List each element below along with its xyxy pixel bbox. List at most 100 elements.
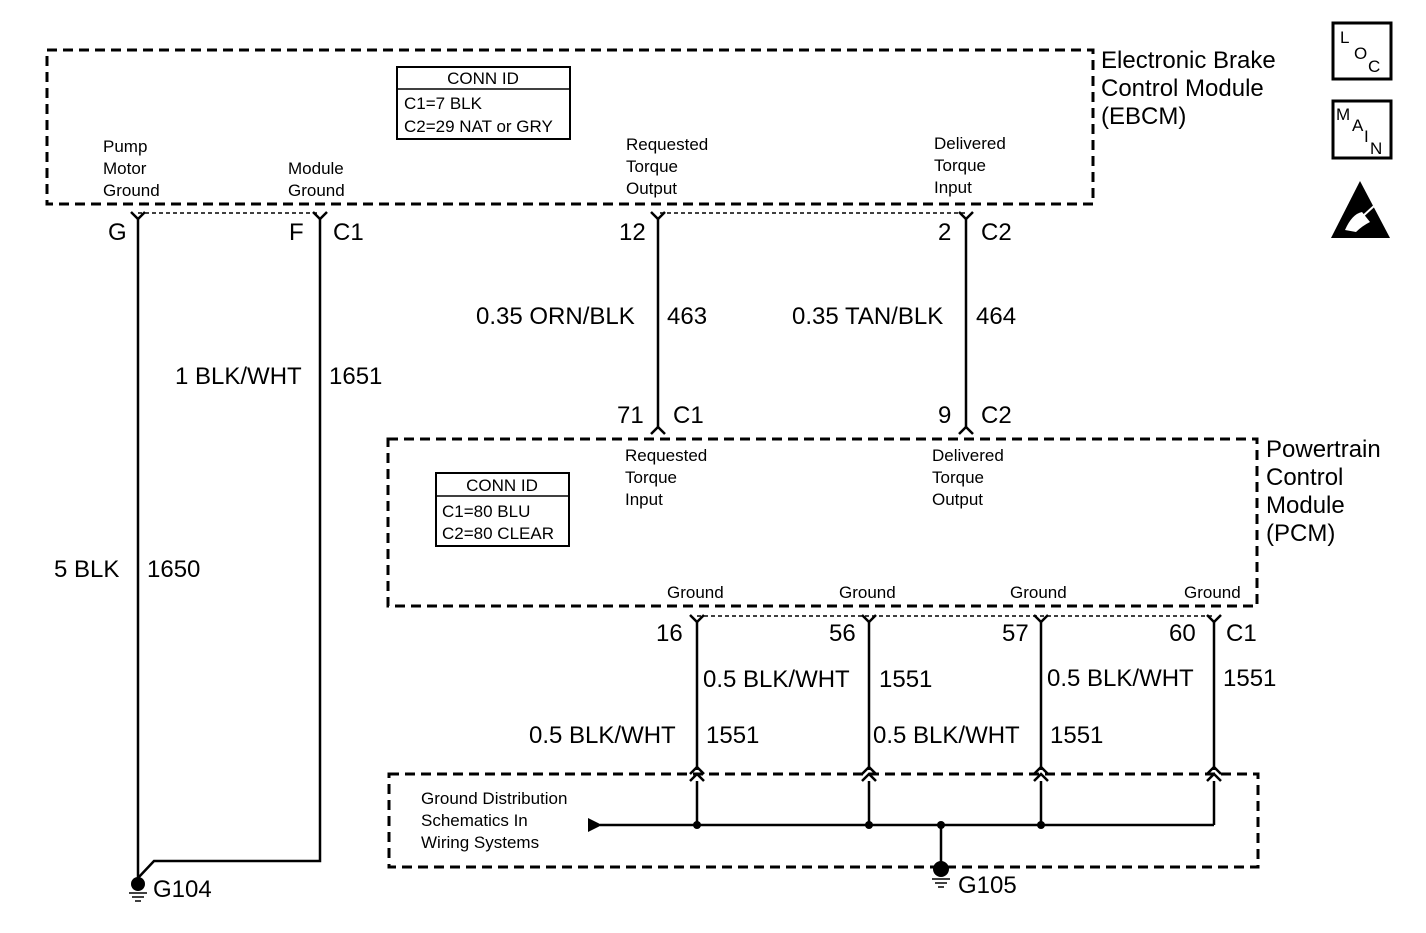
svg-text:Input: Input: [625, 490, 663, 509]
svg-text:C1=7 BLK: C1=7 BLK: [404, 94, 483, 113]
svg-text:Electronic Brake: Electronic Brake: [1101, 47, 1276, 74]
wire-label-464: 0.35 TAN/BLK 464: [792, 303, 1016, 330]
svg-text:Module: Module: [1266, 492, 1345, 519]
svg-text:Module: Module: [288, 159, 344, 178]
svg-text:A: A: [1352, 116, 1364, 135]
ebcm-conn-id-table: CONN ID C1=7 BLK C2=29 NAT or GRY: [396, 66, 571, 140]
svg-text:Ground: Ground: [103, 181, 160, 200]
pcm-pin-label-requested-torque-input: Requested Torque Input: [625, 446, 707, 509]
svg-text:Output: Output: [626, 179, 677, 198]
svg-text:464: 464: [976, 303, 1016, 330]
svg-text:1 BLK/WHT: 1 BLK/WHT: [175, 363, 302, 390]
wire-label-pin56-lower: 0.5 BLK/WHT 1551: [873, 722, 1103, 749]
ebcm-pin-label-requested-torque-output: Requested Torque Output: [626, 135, 708, 198]
pcm-connector-c1-label: C1: [673, 402, 704, 429]
pcm-pin-label-ground-16: Ground: [667, 583, 724, 602]
pin-number-g: G: [108, 219, 127, 246]
pcm-pin-label-ground-57: Ground: [1010, 583, 1067, 602]
svg-text:Delivered: Delivered: [934, 134, 1006, 153]
ground-distribution-label: Ground Distribution Schematics In Wiring…: [421, 789, 567, 852]
terminal-9: [958, 425, 974, 435]
ebcm-pin-label-module-ground: Module Ground: [288, 159, 345, 200]
svg-text:M: M: [1336, 105, 1350, 124]
svg-text:1551: 1551: [1050, 722, 1103, 749]
pin-number-16: 16: [656, 620, 683, 647]
svg-text:1551: 1551: [706, 722, 759, 749]
svg-text:Requested: Requested: [625, 446, 707, 465]
pin-number-56: 56: [829, 620, 856, 647]
svg-text:Torque: Torque: [932, 468, 984, 487]
wire-label-1651: 1 BLK/WHT 1651: [175, 363, 382, 390]
svg-text:CONN ID: CONN ID: [447, 69, 519, 88]
pcm-pin-label-delivered-torque-output: Delivered Torque Output: [932, 446, 1004, 509]
pin-number-60: 60: [1169, 620, 1196, 647]
svg-text:0.5 BLK/WHT: 0.5 BLK/WHT: [873, 722, 1020, 749]
ground-g104-icon: [129, 877, 147, 902]
svg-text:Wiring Systems: Wiring Systems: [421, 833, 539, 852]
terminal-71: [650, 425, 666, 435]
svg-text:Motor: Motor: [103, 159, 147, 178]
wire-label-pin56-upper: 0.5 BLK/WHT 1551: [703, 666, 932, 693]
pcm-title: Powertrain Control Module (PCM): [1266, 436, 1381, 547]
svg-text:1651: 1651: [329, 363, 382, 390]
pin-number-2: 2: [938, 219, 951, 246]
svg-text:1650: 1650: [147, 556, 200, 583]
svg-text:L: L: [1340, 28, 1349, 47]
svg-text:1551: 1551: [1223, 665, 1276, 692]
svg-text:Control: Control: [1266, 464, 1343, 491]
wire-label-463: 0.35 ORN/BLK 463: [476, 303, 707, 330]
terminal-2: [958, 211, 974, 221]
svg-text:(PCM): (PCM): [1266, 520, 1335, 547]
svg-text:0.5 BLK/WHT: 0.5 BLK/WHT: [703, 666, 850, 693]
wire-label-pin57-upper: 0.5 BLK/WHT 1551: [1047, 665, 1276, 692]
svg-text:1551: 1551: [879, 666, 932, 693]
ebcm-title: Electronic Brake Control Module (EBCM): [1101, 47, 1276, 130]
svg-text:Torque: Torque: [934, 156, 986, 175]
pin-number-f: F: [289, 219, 304, 246]
esd-warning-icon: [1331, 181, 1390, 238]
svg-text:Torque: Torque: [625, 468, 677, 487]
svg-text:Ground Distribution: Ground Distribution: [421, 789, 567, 808]
loc-icon[interactable]: L O C: [1331, 21, 1393, 81]
svg-text:Powertrain: Powertrain: [1266, 436, 1381, 463]
svg-text:463: 463: [667, 303, 707, 330]
svg-text:Requested: Requested: [626, 135, 708, 154]
wire-1651: [137, 219, 322, 879]
svg-text:C1=80 BLU: C1=80 BLU: [442, 502, 530, 521]
svg-text:(EBCM): (EBCM): [1101, 103, 1186, 130]
svg-text:I: I: [1364, 127, 1369, 146]
pin-number-71: 71: [617, 402, 644, 429]
ebcm-box: [45, 48, 1095, 206]
terminal-12: [650, 211, 666, 221]
pcm-conn-id-table: CONN ID C1=80 BLU C2=80 CLEAR: [435, 472, 570, 547]
splice-dots: [693, 821, 1045, 829]
ground-dist-arrow-icon: [588, 818, 602, 832]
ground-g105-label: G105: [958, 872, 1017, 899]
pcm-box: [386, 437, 1259, 608]
pcm-pin-label-ground-56: Ground: [839, 583, 896, 602]
svg-text:Delivered: Delivered: [932, 446, 1004, 465]
svg-text:O: O: [1354, 44, 1367, 63]
main-icon[interactable]: M A I N: [1331, 99, 1393, 160]
svg-text:Control Module: Control Module: [1101, 75, 1264, 102]
svg-text:N: N: [1370, 139, 1382, 158]
pin-number-12: 12: [619, 219, 646, 246]
ebcm-pin-label-pump-motor-ground: Pump Motor Ground: [103, 137, 160, 200]
svg-text:C2=80 CLEAR: C2=80 CLEAR: [442, 524, 554, 543]
svg-text:Output: Output: [932, 490, 983, 509]
svg-text:C: C: [1368, 57, 1380, 76]
svg-text:5 BLK: 5 BLK: [54, 556, 119, 583]
svg-text:0.5 BLK/WHT: 0.5 BLK/WHT: [1047, 665, 1194, 692]
svg-text:Input: Input: [934, 178, 972, 197]
ebcm-pin-label-delivered-torque-input: Delivered Torque Input: [934, 134, 1006, 197]
pcm-connector-c2-label: C2: [981, 402, 1012, 429]
svg-text:Pump: Pump: [103, 137, 147, 156]
svg-text:C2=29 NAT or GRY: C2=29 NAT or GRY: [404, 117, 553, 136]
pin-number-9: 9: [938, 402, 951, 429]
svg-text:0.5 BLK/WHT: 0.5 BLK/WHT: [529, 722, 676, 749]
svg-text:Schematics In: Schematics In: [421, 811, 528, 830]
svg-text:Torque: Torque: [626, 157, 678, 176]
svg-text:0.35 ORN/BLK: 0.35 ORN/BLK: [476, 303, 635, 330]
connector-c2-label: C2: [981, 219, 1012, 246]
